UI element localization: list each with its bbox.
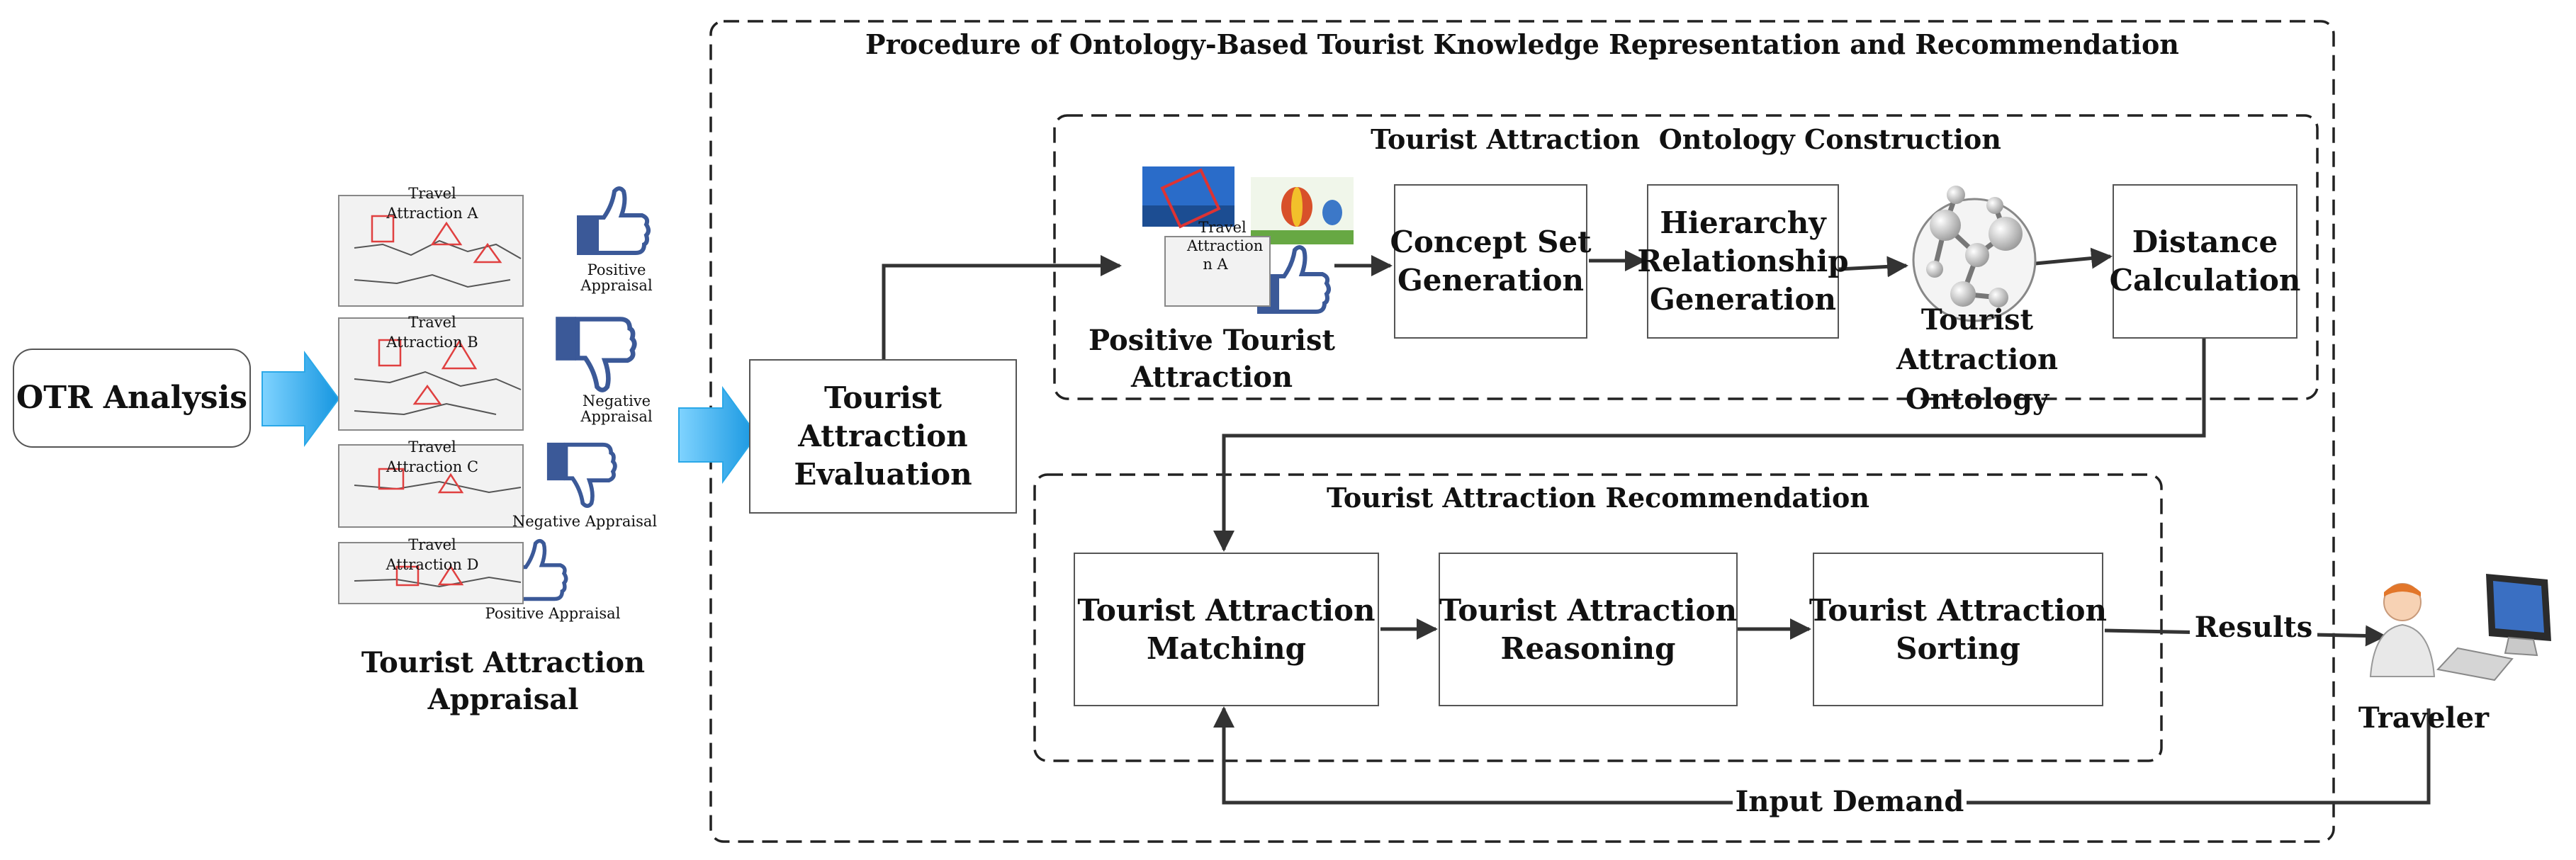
appraisal-card-c — [338, 444, 524, 528]
connector-hierarchy-to-ontology — [1838, 256, 1908, 278]
otr-analysis-label: OTR Analysis — [16, 380, 248, 416]
traveler-label: Traveler — [2358, 701, 2490, 735]
reasoning-box: Tourist Attraction Reasoning — [1439, 553, 1738, 706]
matching-box: Tourist Attraction Matching — [1074, 553, 1379, 706]
recommendation-frame — [1033, 473, 2163, 762]
card-c-verdict: Negative Appraisal — [512, 513, 658, 530]
concept-set-box: Concept Set Generation — [1390, 184, 1592, 339]
card-a-verdict: Positive Appraisal — [580, 261, 653, 294]
appraisal-title-line2: Appraisal — [427, 683, 579, 716]
attraction-photo-sea-icon — [1142, 166, 1234, 229]
concept-set-label: Concept Set Generation — [1390, 225, 1592, 298]
card-b-verdict: Negative Appraisal — [580, 392, 653, 425]
card-c-line1: Travel — [408, 439, 456, 456]
ontology-network-icon — [1912, 186, 2037, 322]
card-d-verdict: Positive Appraisal — [485, 605, 621, 622]
positive-attraction-label: Positive Tourist Attraction — [1089, 324, 1335, 394]
mini-card-line2: Attraction — [1187, 237, 1264, 254]
construction-frame — [1053, 114, 2319, 400]
card-b-line2: Attraction B — [386, 334, 478, 351]
matching-label: Tourist Attraction Matching — [1077, 592, 1376, 666]
card-d-line1: Travel — [408, 536, 456, 553]
thumbs-down-icon — [556, 317, 637, 392]
thumbs-up-icon — [577, 186, 651, 255]
distance-box: Distance Calculation — [2110, 184, 2300, 339]
sorting-label: Tourist Attraction Sorting — [1809, 592, 2108, 666]
input-demand-label: Input Demand — [1733, 785, 1967, 818]
connector-ontology-to-distance — [2035, 247, 2113, 269]
distance-label: Distance Calculation — [2109, 225, 2301, 298]
procedure-title: Procedure of Ontology-Based Tourist Know… — [865, 28, 2179, 60]
blue-arrow-otr — [261, 350, 340, 448]
traveler-person-icon — [2369, 583, 2436, 677]
connector-distance-to-matching — [1213, 339, 2206, 552]
blue-arrow-evaluation — [678, 385, 758, 485]
card-a-line2: Attraction A — [386, 205, 478, 222]
hierarchy-box: Hierarchy Relationship Generation — [1637, 184, 1849, 339]
hierarchy-label: Hierarchy Relationship Generation — [1637, 205, 1849, 317]
sorting-box: Tourist Attraction Sorting — [1809, 553, 2107, 706]
computer-monitor-icon — [2436, 574, 2551, 681]
evaluation-label: Tourist Attraction Evaluation — [794, 380, 972, 492]
positive-mini-card — [1164, 236, 1271, 307]
evaluation-box: Tourist Attraction Evaluation — [749, 359, 1017, 514]
card-a-line1: Travel — [408, 185, 456, 202]
thumbs-down-icon — [546, 442, 617, 509]
ontology-label: Tourist Attraction Ontology — [1896, 303, 2059, 416]
appraisal-card-d — [338, 542, 524, 604]
recommendation-title: Tourist Attraction Recommendation — [1326, 482, 1870, 514]
results-label: Results — [2190, 611, 2317, 644]
otr-analysis-box: OTR Analysis — [13, 349, 251, 448]
attraction-photo-balloon-icon — [1251, 177, 1354, 244]
card-b-line1: Travel — [408, 314, 456, 331]
connector-eval-to-positive — [882, 255, 1122, 359]
appraisal-title-line1: Tourist Attraction — [361, 646, 646, 679]
card-c-line2: Attraction C — [386, 458, 479, 475]
mini-card-line1: Travel — [1198, 219, 1247, 236]
mini-card-line3: n A — [1203, 256, 1228, 273]
card-d-line2: Attraction D — [386, 556, 479, 573]
reasoning-label: Tourist Attraction Reasoning — [1439, 592, 1738, 666]
construction-title: Tourist Attraction Ontology Construction — [1371, 123, 2001, 155]
